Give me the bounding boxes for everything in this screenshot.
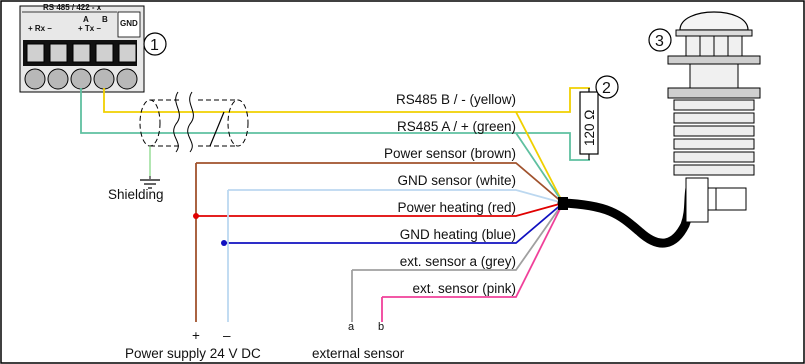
terminal-block: RS 485 / 422 - x + Rx – A B + Tx – GND (19, 3, 145, 93)
screw-1 (24, 68, 46, 90)
callout-3: 3 (655, 33, 664, 50)
callout-3-circle (648, 28, 672, 52)
resistor-label: 120 Ω (582, 110, 597, 146)
wire-label-green: RS485 A / + (green) (397, 119, 516, 134)
power-supply-label: Power supply 24 V DC (125, 346, 261, 361)
gnd-label: GND (120, 19, 138, 28)
external-sensor-label: external sensor (312, 346, 405, 361)
wire-label-grey: ext. sensor a (grey) (400, 254, 516, 269)
rx-label: + Rx – (28, 24, 52, 33)
minus-label: – (223, 328, 231, 343)
tx-label: + Tx – (78, 24, 101, 33)
callout-2-circle (595, 75, 619, 99)
sensor-a-label: a (348, 321, 355, 333)
callout-1-circle (143, 32, 167, 56)
callout-2: 2 (602, 80, 611, 97)
weather-sensor (667, 11, 761, 223)
b-label: B (102, 15, 108, 24)
wire-label-brown: Power sensor (brown) (384, 146, 516, 161)
screw-3 (70, 68, 92, 90)
screw-5 (116, 68, 138, 90)
ground-symbol (140, 179, 160, 189)
plus-label: + (192, 328, 200, 343)
sensor-b-label: b (378, 321, 384, 333)
cable-end (558, 197, 568, 210)
shielding-label: Shielding (108, 187, 164, 202)
wire-label-pink: ext. sensor (pink) (412, 281, 516, 296)
wire-bundle (196, 111, 564, 298)
wire-label-blue: GND heating (blue) (400, 227, 516, 242)
screw-2 (47, 68, 69, 90)
callout-1: 1 (150, 37, 159, 54)
shielded-cable (139, 99, 249, 147)
a-label: A (83, 15, 89, 24)
wire-yellow-main (103, 87, 590, 113)
screw-4 (93, 68, 115, 90)
terminal-header: RS 485 / 422 - x (43, 3, 102, 12)
wire-green-main (80, 88, 590, 161)
wire-label-white: GND sensor (white) (397, 173, 516, 188)
wire-label-yellow: RS485 B / - (yellow) (396, 92, 516, 107)
sensor-cable (557, 183, 695, 248)
wire-label-red: Power heating (red) (397, 200, 516, 215)
